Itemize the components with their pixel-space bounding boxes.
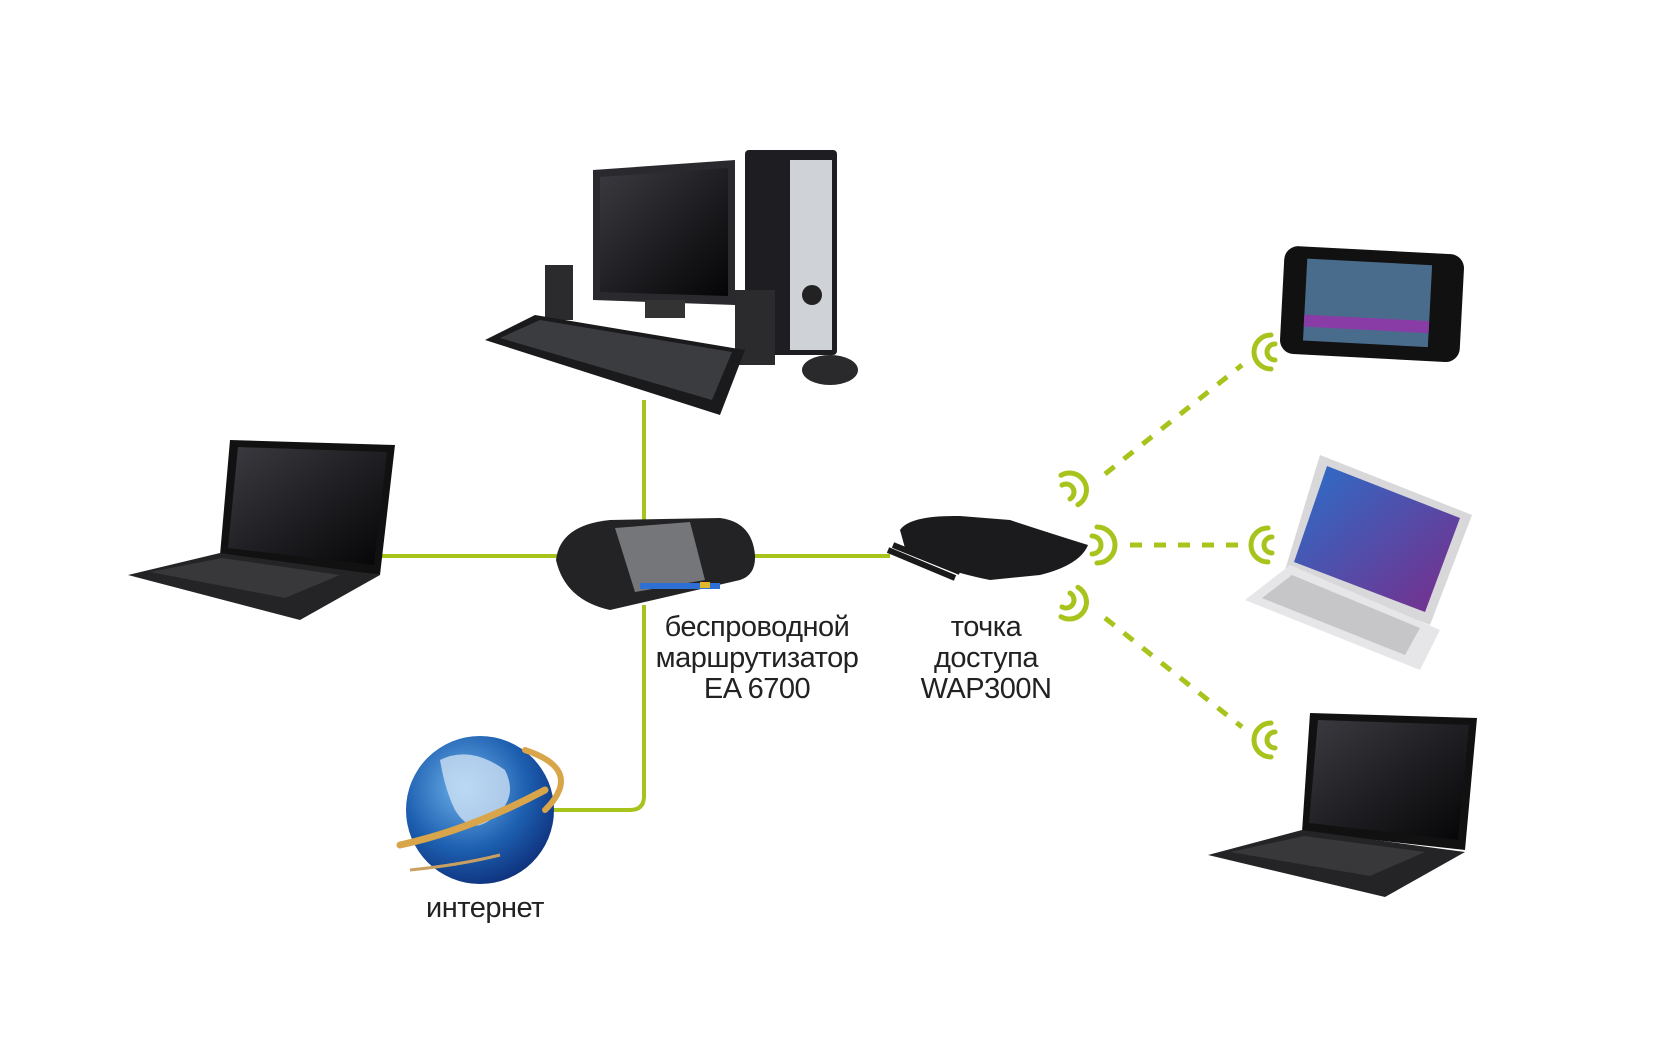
desktop-pc-icon bbox=[485, 150, 858, 415]
access-point-label-line: доступа bbox=[934, 642, 1038, 674]
tablet-icon bbox=[1245, 455, 1472, 670]
access-point-icon bbox=[886, 515, 1088, 581]
wifi-signal-icon bbox=[1248, 525, 1275, 565]
router-label-line: беспроводной bbox=[664, 611, 850, 643]
laptop-icon bbox=[128, 440, 395, 620]
access-point-label: точка доступа WAP300N bbox=[921, 612, 1052, 705]
wifi-signal-icon bbox=[1089, 524, 1118, 566]
wireless-links bbox=[1103, 363, 1244, 729]
link-ap-laptop bbox=[1103, 616, 1244, 729]
wifi-signal-icon bbox=[1251, 720, 1278, 760]
wired-links bbox=[380, 400, 890, 812]
wifi-signal-icon bbox=[1251, 332, 1278, 372]
laptop-icon bbox=[1208, 713, 1477, 897]
smartphone-icon bbox=[1280, 246, 1464, 363]
internet-label: интернет bbox=[426, 892, 544, 924]
access-point-label-line: WAP300N bbox=[920, 673, 1052, 705]
link-ap-smartphone bbox=[1103, 363, 1244, 476]
router-label-line: маршрутизатор bbox=[655, 642, 859, 674]
link-router-internet bbox=[552, 605, 646, 812]
globe-icon bbox=[396, 736, 564, 884]
wifi-signal-icon bbox=[1058, 584, 1089, 622]
wifi-signal-icon bbox=[1058, 470, 1089, 508]
access-point-label-line: точка bbox=[950, 611, 1022, 643]
router-label-line: EA 6700 bbox=[703, 673, 811, 705]
router-icon bbox=[556, 518, 756, 610]
router-label: беспроводной маршрутизатор EA 6700 bbox=[656, 612, 859, 705]
